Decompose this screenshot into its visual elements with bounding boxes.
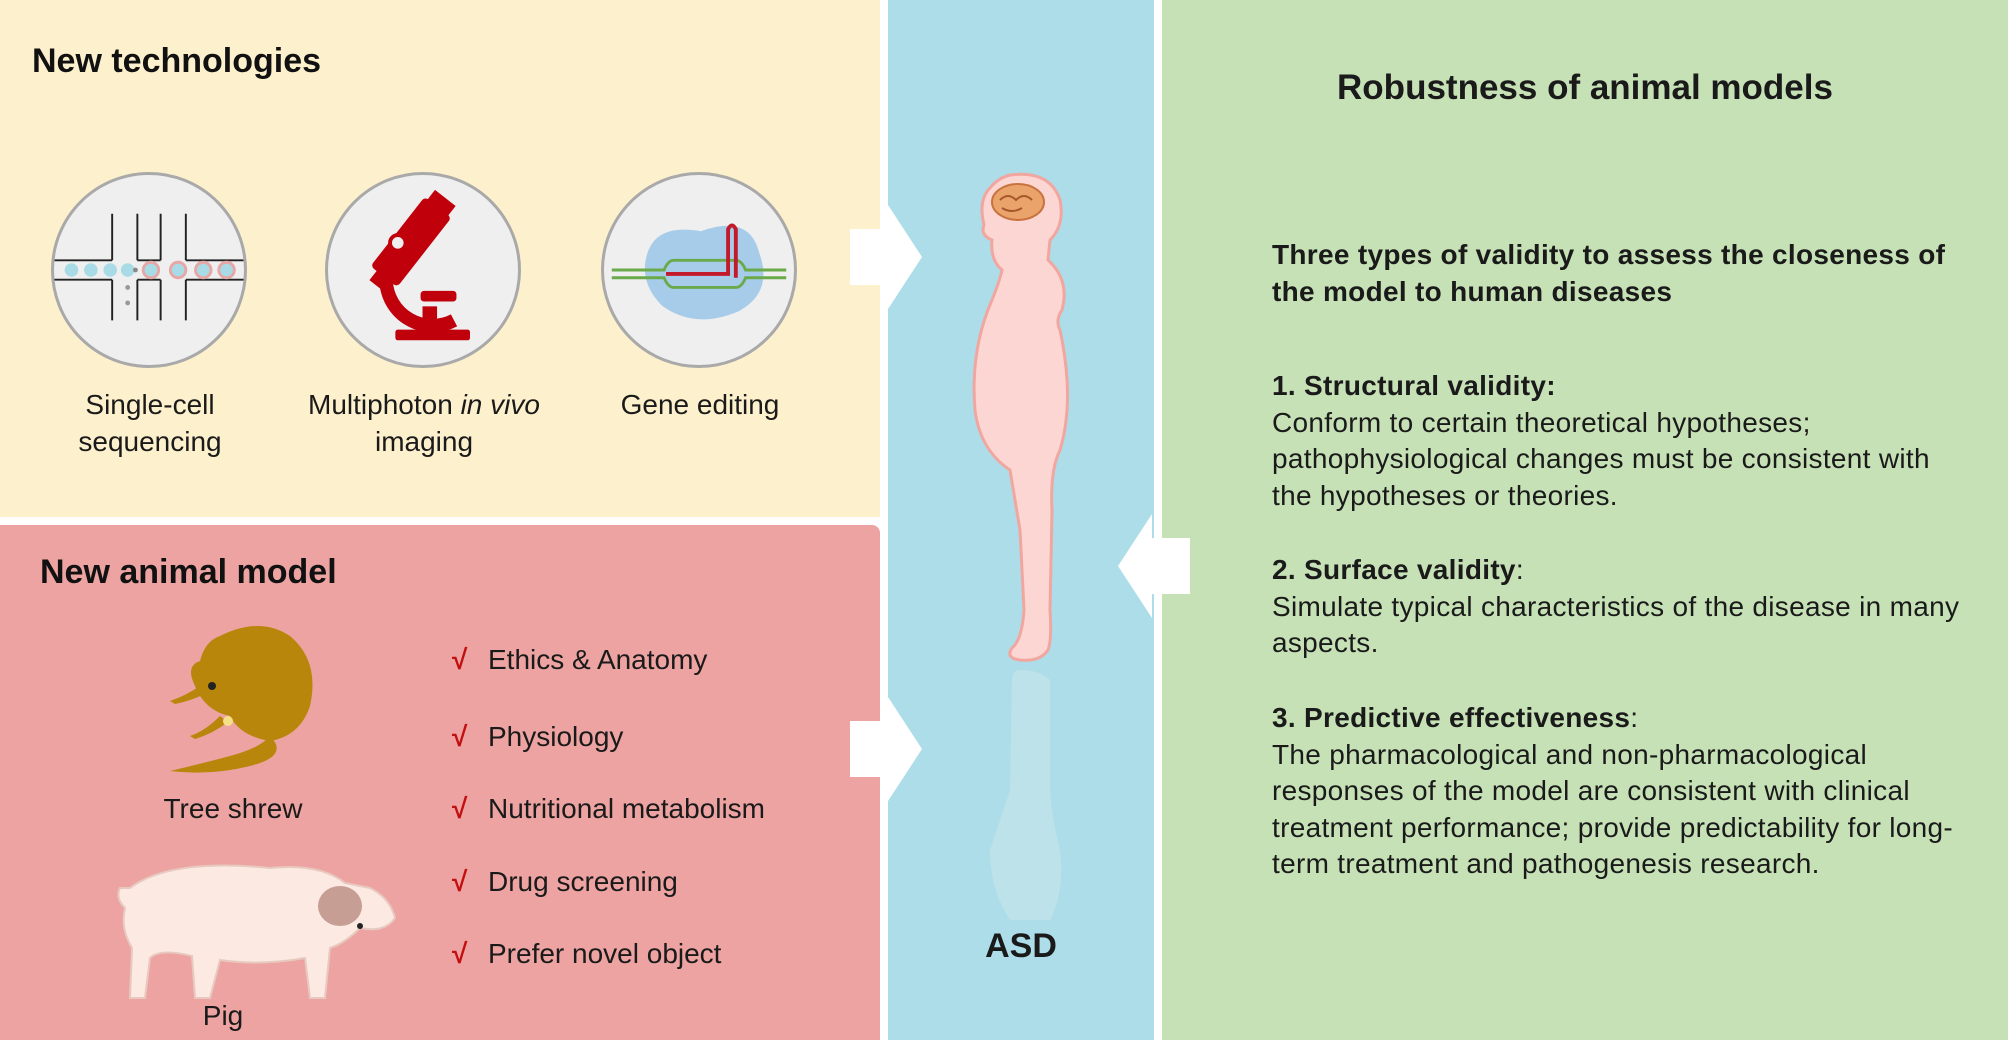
check-item: √ Prefer novel object bbox=[452, 938, 721, 970]
validity-heading-text: 1. Structural validity: bbox=[1272, 370, 1556, 401]
validity-heading-suffix: : bbox=[1630, 702, 1639, 733]
check-item-label: Nutritional metabolism bbox=[488, 793, 765, 824]
check-item-label: Drug screening bbox=[488, 866, 678, 897]
animal-heading: New animal model bbox=[40, 553, 337, 591]
validity-heading: 1. Structural validity: bbox=[1272, 368, 1972, 405]
tree-shrew-icon bbox=[150, 616, 330, 776]
tech-label-italic: in vivo bbox=[460, 389, 540, 420]
arrow-left-icon bbox=[1118, 514, 1190, 618]
tech-label-multiphoton: Multiphoton in vivo imaging bbox=[274, 386, 574, 460]
validity-section-structural: 1. Structural validity: Conform to certa… bbox=[1272, 368, 1972, 514]
check-item: √ Physiology bbox=[452, 721, 623, 753]
tech-heading: New technologies bbox=[32, 42, 322, 80]
reflection-silhouette bbox=[990, 670, 1062, 920]
pig-icon bbox=[110, 848, 400, 1008]
check-mark-icon: √ bbox=[452, 938, 468, 969]
check-mark-icon: √ bbox=[452, 793, 468, 824]
validity-heading-text: 3. Predictive effectiveness bbox=[1272, 702, 1631, 733]
check-mark-icon: √ bbox=[452, 866, 468, 897]
check-item-label: Physiology bbox=[488, 721, 624, 752]
microscope-icon bbox=[325, 172, 521, 368]
check-item-label: Prefer novel object bbox=[488, 938, 722, 969]
check-item: √ Nutritional metabolism bbox=[452, 793, 765, 825]
tech-label-line: Multiphoton in vivo bbox=[274, 386, 574, 423]
robustness-title: Robustness of animal models bbox=[1337, 68, 1833, 107]
tech-label-text: Multiphoton bbox=[308, 389, 461, 420]
robustness-intro: Three types of validity to assess the cl… bbox=[1272, 239, 1946, 307]
tech-label-line: Gene editing bbox=[620, 389, 780, 420]
check-item-label: Ethics & Anatomy bbox=[488, 644, 708, 675]
validity-heading-text: 2. Surface validity bbox=[1272, 554, 1516, 585]
check-mark-icon: √ bbox=[452, 644, 468, 675]
tech-label-gene-editing: Gene editing bbox=[550, 386, 850, 423]
tech-label-single-cell: Single-cell sequencing bbox=[0, 386, 300, 460]
validity-heading: 2. Surface validity: bbox=[1272, 552, 1972, 589]
check-mark-icon: √ bbox=[452, 721, 468, 752]
tree-shrew-label: Tree shrew bbox=[163, 793, 303, 824]
arrow-right-icon bbox=[850, 205, 922, 309]
asd-label: ASD bbox=[985, 927, 1057, 965]
validity-section-predictive: 3. Predictive effectiveness: The pharmac… bbox=[1272, 700, 1972, 883]
microfluidic-chip-icon bbox=[51, 172, 247, 368]
robustness-panel bbox=[1162, 0, 2008, 1040]
validity-body: Simulate typical characteristics of the … bbox=[1272, 590, 1960, 659]
validity-section-surface: 2. Surface validity: Simulate typical ch… bbox=[1272, 552, 1972, 662]
arrow-right-icon bbox=[850, 697, 922, 801]
tech-label-line: sequencing bbox=[78, 426, 222, 457]
validity-heading-suffix: : bbox=[1515, 554, 1524, 585]
child-silhouette-icon bbox=[972, 172, 1069, 662]
validity-body: Conform to certain theoretical hypothese… bbox=[1272, 406, 1930, 511]
validity-body: The pharmacological and non-pharmacologi… bbox=[1272, 738, 1954, 880]
validity-heading: 3. Predictive effectiveness: bbox=[1272, 700, 1972, 737]
dna-editing-icon bbox=[601, 172, 797, 368]
tech-label-line: imaging bbox=[374, 426, 474, 457]
check-item: √ Ethics & Anatomy bbox=[452, 644, 707, 676]
tech-label-line: Single-cell bbox=[85, 389, 215, 420]
pig-label: Pig bbox=[202, 1000, 244, 1031]
check-item: √ Drug screening bbox=[452, 866, 678, 898]
